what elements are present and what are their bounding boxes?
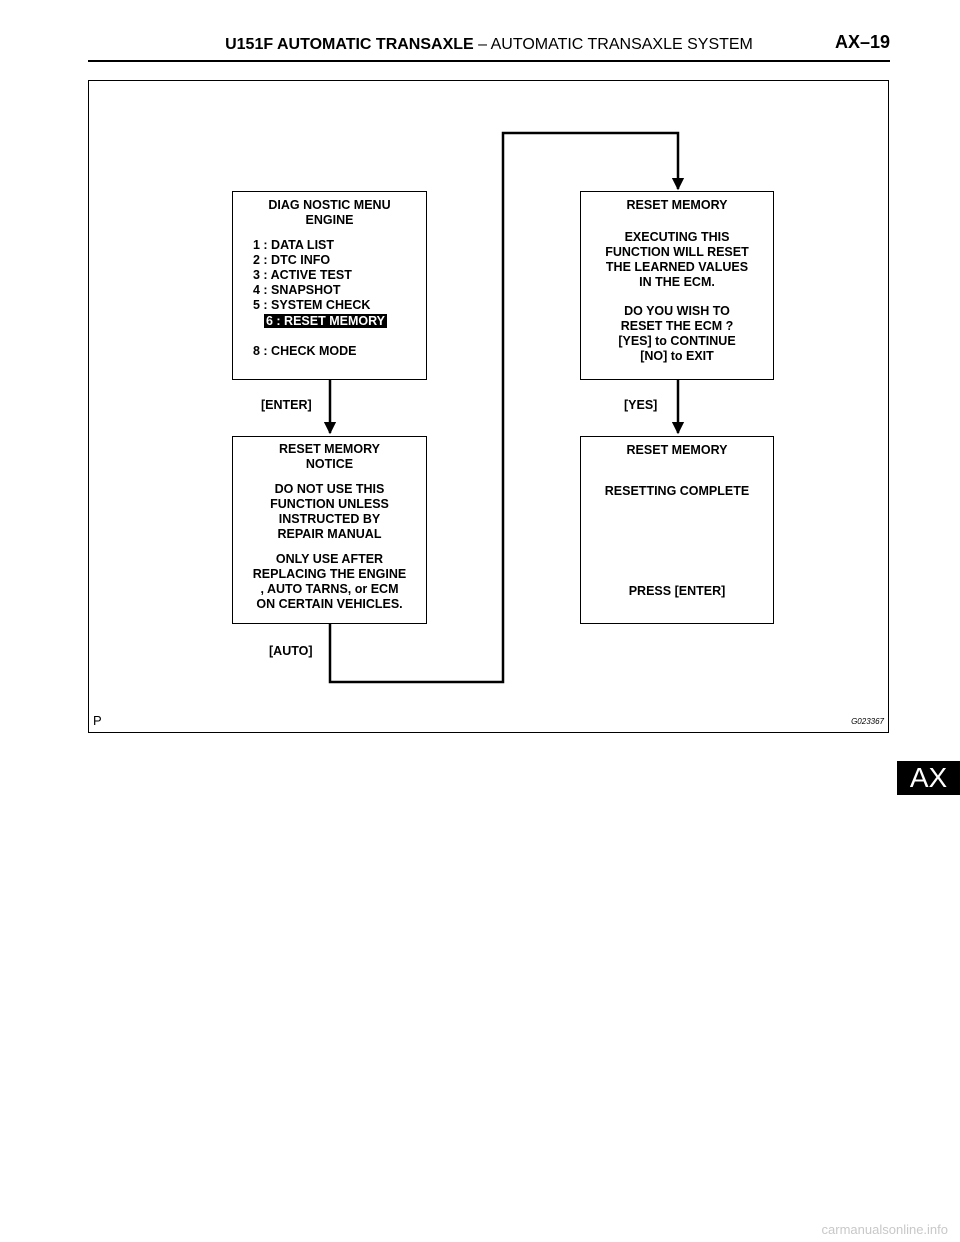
confirm-line: [NO] to EXIT	[640, 349, 714, 363]
confirm-line: DO YOU WISH TO	[624, 304, 730, 318]
notice-line: , AUTO TARNS, or ECM	[260, 582, 399, 596]
menu-item: 2 : DTC INFO	[253, 253, 331, 267]
selected-highlight: 6 : RESET MEMORY	[264, 314, 387, 328]
page-number: AX–19	[834, 32, 890, 52]
confirm-line: FUNCTION WILL RESET	[605, 245, 749, 259]
label-yes: [YES]	[624, 398, 658, 412]
menu-item: 1 : DATA LIST	[253, 238, 335, 252]
notice-line	[233, 542, 426, 552]
notice-line: ONLY USE AFTER	[275, 552, 384, 566]
reset-confirm-screen: RESET MEMORY EXECUTING THIS FUNCTION WIL…	[580, 191, 774, 380]
notice-line: REPLACING THE ENGINE	[252, 567, 407, 581]
menu-item-selected: 6 : RESET MEMORY	[264, 314, 387, 329]
diag-menu-screen: DIAG NOSTIC MENU ENGINE 1 : DATA LIST 2 …	[232, 191, 427, 380]
page-header: U151F AUTOMATIC TRANSAXLE – AUTOMATIC TR…	[88, 30, 890, 62]
title-rest: – AUTOMATIC TRANSAXLE SYSTEM	[473, 36, 753, 53]
notice-line: INSTRUCTED BY	[278, 512, 381, 526]
figure-id: G023367	[851, 717, 884, 726]
diag-menu-list: 1 : DATA LIST 2 : DTC INFO 3 : ACTIVE TE…	[253, 238, 370, 313]
diag-menu-title-line: DIAG NOSTIC MENU	[268, 198, 391, 212]
flow-connectors	[323, 131, 685, 684]
page-title: U151F AUTOMATIC TRANSAXLE – AUTOMATIC TR…	[88, 36, 890, 54]
confirm-line: IN THE ECM.	[639, 275, 715, 289]
confirm-line: EXECUTING THIS	[624, 230, 730, 244]
notice-line	[233, 472, 426, 482]
confirm-line: THE LEARNED VALUES	[605, 260, 749, 274]
confirm-line: RESET MEMORY	[626, 198, 728, 212]
label-auto: [AUTO]	[269, 644, 313, 658]
notice-line: FUNCTION UNLESS	[270, 497, 389, 511]
watermark-footer: carmanualsonline.info	[821, 1222, 948, 1237]
flow-figure: DIAG NOSTIC MENU ENGINE 1 : DATA LIST 2 …	[88, 80, 889, 733]
diag-menu-title: DIAG NOSTIC MENU ENGINE	[233, 198, 426, 228]
notice-line: ON CERTAIN VEHICLES.	[256, 597, 403, 611]
figure-corner-letter: P	[93, 713, 102, 728]
menu-item: 5 : SYSTEM CHECK	[253, 298, 371, 312]
menu-item: 3 : ACTIVE TEST	[253, 268, 352, 282]
label-enter: [ENTER]	[261, 398, 312, 412]
notice-line: REPAIR MANUAL	[277, 527, 382, 541]
menu-item: 8 : CHECK MODE	[253, 344, 357, 358]
notice-line: RESET MEMORY	[279, 442, 380, 456]
confirm-line: [YES] to CONTINUE	[618, 334, 736, 348]
reset-complete-screen: RESET MEMORY RESETTING COMPLETE PRESS [E…	[580, 436, 774, 624]
section-tab: AX	[897, 761, 960, 795]
notice-line: DO NOT USE THIS	[274, 482, 385, 496]
confirm-line	[581, 290, 773, 304]
confirm-line	[581, 213, 773, 230]
arrow-auto	[328, 131, 685, 684]
diag-menu-title-line: ENGINE	[305, 213, 354, 227]
complete-title: RESET MEMORY	[626, 443, 728, 457]
title-bold: U151F AUTOMATIC TRANSAXLE	[225, 36, 474, 53]
complete-status: RESETTING COMPLETE	[604, 484, 750, 498]
complete-prompt: PRESS [ENTER]	[628, 584, 726, 598]
menu-item: 4 : SNAPSHOT	[253, 283, 341, 297]
notice-screen: RESET MEMORY NOTICE DO NOT USE THIS FUNC…	[232, 436, 427, 624]
notice-line: NOTICE	[305, 457, 354, 471]
confirm-line: RESET THE ECM ?	[620, 319, 734, 333]
